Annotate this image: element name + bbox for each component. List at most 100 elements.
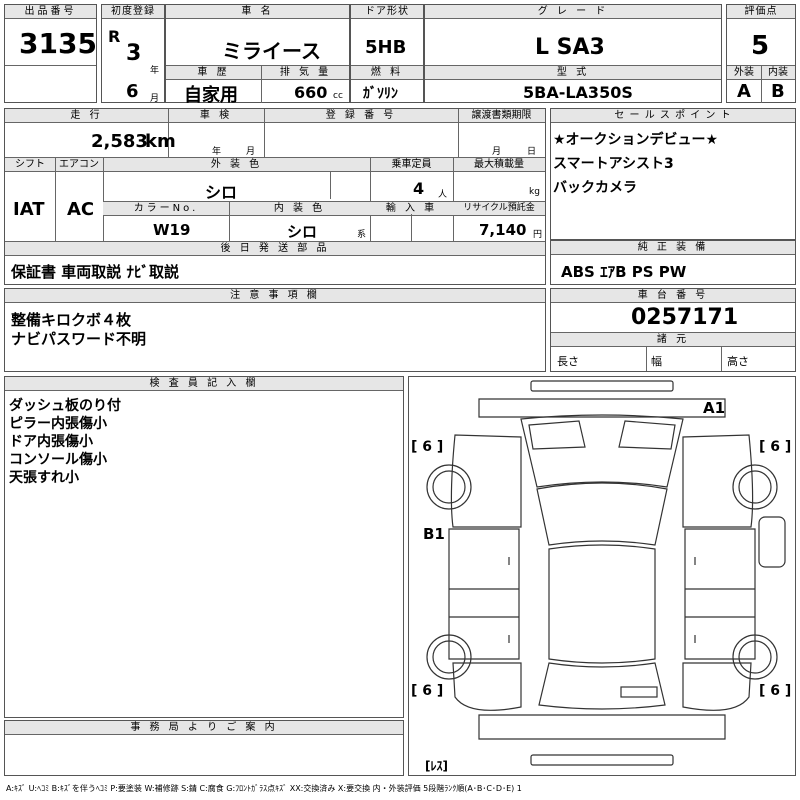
note-2: ナビパスワード不明 — [11, 330, 147, 348]
car-diagram-box: A1 B1 [ 6 ] [ 6 ] [ 6 ] [ 6 ] [ﾚｽ] — [408, 376, 796, 776]
interior-score: B — [771, 81, 785, 102]
first-registration-box: 初度登録 R 3 年 6 月 — [101, 4, 165, 104]
recycle: 7,140 — [479, 221, 527, 239]
load-unit: kg — [529, 187, 540, 197]
inspection-label: 車 検 — [168, 109, 264, 123]
intcolor-unit: 系 — [357, 230, 367, 240]
rear-garnish-outline — [620, 686, 658, 698]
reg-year: 3 — [126, 41, 142, 66]
lot-label: 出品番号 — [5, 5, 96, 19]
score-label: 評価点 — [727, 5, 795, 19]
genuine-equipment-box: 純 正 装 備 ABS ｴｱB PS PW — [550, 240, 796, 285]
notes-box: 注 意 事 項 欄 整備キロクボ４枚 ナビパスワード不明 — [4, 288, 546, 372]
mark-b1: B1 — [423, 525, 445, 543]
grade: L SA3 — [535, 35, 605, 60]
spec-height: 高さ — [727, 355, 749, 368]
grade-box: グ レ ー ド L SA3 型 式 5BA-LA350S — [424, 4, 722, 103]
chassis-box: 車 台 番 号 0257171 諸 元 長さ 幅 高さ — [550, 288, 796, 372]
tire-rear-left: [ 6 ] — [411, 683, 444, 699]
inspector-label: 検 査 員 記 入 欄 — [5, 377, 403, 391]
front-bumper-outline — [530, 380, 674, 392]
transfer-label: 譲渡書類期限 — [458, 109, 545, 123]
model: 5BA-LA350S — [523, 83, 633, 102]
sales-point-2: スマートアシスト3 — [553, 156, 674, 172]
exterior-label: 外装 — [727, 66, 761, 80]
genuine-equipment: ABS ｴｱB PS PW — [561, 263, 687, 281]
sales-point-3: バックカメラ — [553, 180, 637, 196]
legend: A:ｷｽﾞ U:ﾍｺﾐ B:ｷｽﾞを伴うﾍｺﾐ P:要塗装 W:補修跡 S:錆 … — [6, 784, 522, 793]
inspection-year-unit: 年 — [212, 147, 222, 157]
capacity-unit: 人 — [438, 190, 448, 200]
car-diagram — [426, 380, 786, 766]
inspector-line-2: ピラー内張傷小 — [9, 416, 107, 432]
transfer-day-unit: 日 — [527, 147, 537, 157]
front-right-fender-outline — [682, 434, 754, 528]
score: 5 — [751, 31, 770, 61]
history: 自家用 — [184, 85, 238, 106]
color-label: 外 装 色 — [103, 158, 370, 172]
tire-front-left: [ 6 ] — [411, 439, 444, 455]
car-name-box: 車 名 ミライース 車 歴 排 気 量 自家用 660 cc — [165, 4, 350, 106]
door-box: ドア形状 5HB 燃 料 ｶﾞｿﾘﾝ — [350, 4, 424, 103]
rear-right-fender-outline — [682, 662, 752, 711]
history-label: 車 歴 — [166, 66, 261, 80]
spare-tire: [ﾚｽ] — [425, 759, 448, 773]
month-unit: 月 — [150, 94, 160, 104]
chassis-number: 0257171 — [631, 305, 739, 330]
lot-box: 出品番号 3135 — [4, 4, 97, 103]
car-name-label: 車 名 — [166, 5, 349, 19]
front-left-fender-outline — [450, 434, 522, 528]
fuel-label: 燃 料 — [351, 66, 423, 80]
shift-label: シフト — [5, 158, 55, 172]
reg-month: 6 — [126, 81, 139, 102]
genuine-label: 純 正 装 備 — [551, 241, 795, 255]
chassis-label: 車 台 番 号 — [551, 289, 795, 303]
rear-glass-outline — [538, 662, 666, 710]
tire-rear-right: [ 6 ] — [759, 683, 792, 699]
sales-points-label: セ ー ル ス ポ イ ン ト — [551, 109, 795, 123]
era: R — [108, 27, 121, 46]
intcolor-label: 内 装 色 — [229, 201, 370, 216]
later-parts: 保証書 車両取説 ﾅﾋﾞ取説 — [11, 263, 179, 281]
inspector-box: 検 査 員 記 入 欄 ダッシュ板のり付 ピラー内張傷小 ドア内張傷小 コンソー… — [4, 376, 404, 718]
door-label: ドア形状 — [351, 5, 423, 19]
specs-label: 諸 元 — [551, 332, 795, 347]
headlight-right-outline — [618, 420, 676, 450]
vehicle-info-box: 走 行 車 検 登 録 番 号 譲渡書類期限 2,583 km 年 月 月 日 … — [4, 108, 546, 285]
mileage: 2,583 — [91, 131, 148, 152]
grade-label: グ レ ー ド — [425, 5, 721, 19]
rear-panel-outline — [478, 714, 726, 740]
left-side-outline — [448, 528, 520, 660]
windshield-outline — [536, 482, 668, 546]
hood-outline — [520, 414, 684, 488]
roof-outline — [548, 544, 656, 664]
rear-bumper-outline — [530, 754, 674, 766]
note-1: 整備キロクボ４枚 — [11, 311, 132, 329]
front-panel-outline — [478, 398, 726, 418]
right-mirror-outline — [758, 516, 786, 568]
score-box: 評価点 5 外装 内装 A B — [726, 4, 796, 103]
ac-label: エアコン — [55, 158, 103, 172]
capacity: 4 — [413, 179, 425, 198]
tire-front-right: [ 6 ] — [759, 439, 792, 455]
door-type: 5HB — [365, 37, 407, 58]
exterior-score: A — [737, 81, 751, 102]
colorno-label: カラーNo. — [103, 201, 229, 216]
inspector-line-4: コンソール傷小 — [9, 452, 107, 468]
rear-left-fender-outline — [452, 662, 522, 711]
notes-label: 注 意 事 項 欄 — [5, 289, 545, 303]
mark-a1: A1 — [703, 399, 726, 417]
office-box: 事 務 局 よ り ご 案 内 — [4, 720, 404, 776]
capacity-label: 乗車定員 — [370, 158, 453, 172]
displacement-label: 排 気 量 — [262, 66, 349, 80]
displacement-unit: cc — [333, 91, 343, 101]
interior-label: 内装 — [761, 66, 795, 80]
headlight-left-outline — [528, 420, 586, 450]
load-label: 最大積載量 — [453, 158, 545, 172]
inspector-line-1: ダッシュ板のり付 — [9, 398, 121, 414]
sales-point-1: ★オークションデビュー★ — [553, 132, 719, 148]
car-name: ミライース — [222, 39, 321, 63]
year-unit: 年 — [150, 66, 160, 76]
intcolor: シロ — [287, 223, 318, 241]
transfer-month-unit: 月 — [492, 147, 502, 157]
